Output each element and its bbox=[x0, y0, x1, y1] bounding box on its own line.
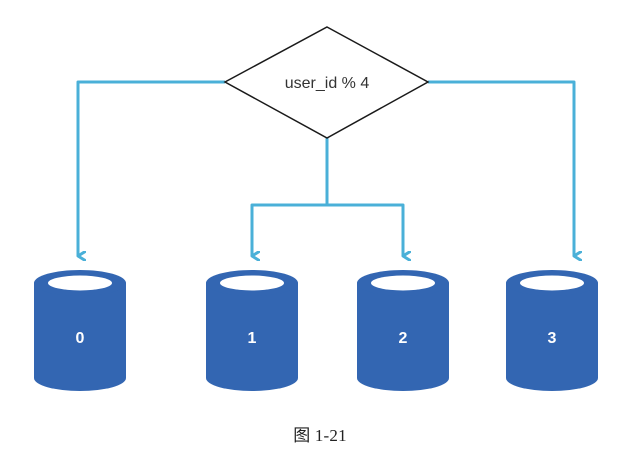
decision-diamond bbox=[223, 26, 430, 139]
database-0-top-face bbox=[48, 275, 112, 291]
database-1: 1 bbox=[206, 270, 298, 391]
arrow-to-db-0 bbox=[76, 80, 225, 256]
database-1-top-face bbox=[220, 275, 284, 291]
connectors bbox=[76, 80, 574, 256]
database-3-top-face bbox=[520, 275, 584, 291]
arrow-to-db-1 bbox=[250, 203, 327, 256]
database-2-top-face bbox=[371, 275, 435, 291]
database-3: 3 bbox=[506, 270, 598, 391]
database-2-body bbox=[357, 283, 449, 391]
database-2: 2 bbox=[357, 270, 449, 391]
figure-caption: 图 1-21 bbox=[293, 426, 347, 445]
database-1-body bbox=[206, 283, 298, 391]
database-1-label: 1 bbox=[248, 330, 257, 347]
database-3-body bbox=[506, 283, 598, 391]
database-0: 0 bbox=[34, 270, 126, 391]
decision-node: user_id % 4 bbox=[223, 26, 430, 139]
database-3-label: 3 bbox=[548, 330, 557, 347]
arrow-to-db-2 bbox=[327, 203, 403, 256]
database-0-body bbox=[34, 283, 126, 391]
arrow-to-db-3 bbox=[428, 80, 574, 256]
decision-label: user_id % 4 bbox=[285, 75, 370, 92]
database-0-label: 0 bbox=[76, 330, 85, 347]
database-2-label: 2 bbox=[399, 330, 408, 347]
